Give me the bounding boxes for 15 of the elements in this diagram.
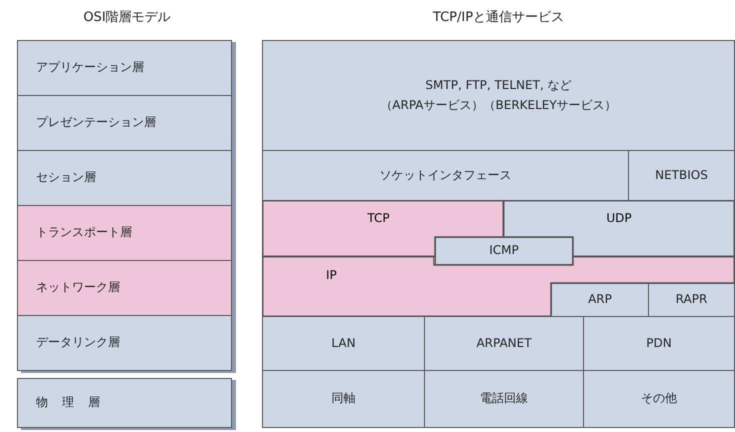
protocol-block: RAPR: [648, 283, 735, 317]
protocol-block: ソケットインタフェース: [262, 150, 629, 201]
network-block: ARPANET: [424, 316, 584, 371]
protocol-block: ARP: [551, 283, 649, 317]
panel-heading: OSI階層モデル: [82, 9, 172, 26]
panel-heading: TCP/IPと通信サービス: [432, 9, 566, 26]
medium-block: その他: [583, 370, 735, 428]
protocol-block: NETBIOS: [628, 150, 735, 201]
medium-block: 同軸: [262, 370, 425, 428]
protocol-label: TCP: [366, 210, 391, 227]
protocol-block: SMTP, FTP, TELNET, など （ARPAサービス）（BERKELEYサービス）: [262, 40, 735, 151]
network-block: PDN: [583, 316, 735, 371]
network-block: LAN: [262, 316, 425, 371]
protocol-label: IP: [326, 267, 337, 284]
medium-block: 電話回線: [424, 370, 584, 428]
